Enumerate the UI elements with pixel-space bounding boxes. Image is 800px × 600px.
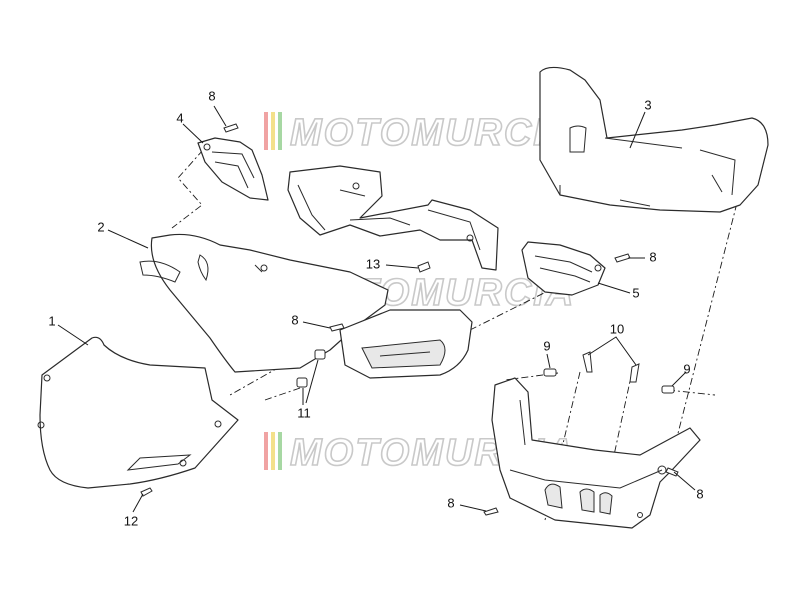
- part-4-left-cover: [197, 137, 269, 201]
- leader-10: [587, 336, 637, 366]
- leader-12: [132, 493, 144, 513]
- part-2-lower-housing: [339, 309, 473, 379]
- leader-8-bottom-right: [673, 471, 696, 491]
- fasteners: [140, 123, 679, 516]
- callout-8-bottom: 8: [447, 495, 454, 510]
- callout-4: 4: [176, 110, 183, 125]
- part-rear-lower-cover: [491, 377, 701, 529]
- callout-9-right: 9: [683, 361, 690, 376]
- assembly-line: [674, 159, 749, 446]
- grommet-11-lower: [296, 377, 308, 388]
- screw-10-left: [582, 351, 593, 373]
- screw-8-center: [329, 323, 345, 332]
- watermark-text: MOTOMURCIA: [290, 112, 575, 154]
- leader-13: [385, 264, 419, 269]
- leader-5: [597, 282, 631, 294]
- screw-10-right: [629, 363, 640, 383]
- callout-11: 11: [297, 405, 311, 420]
- screw-8-bottom-right: [665, 467, 679, 477]
- screw-8-bottom: [483, 507, 499, 516]
- screw-13: [417, 261, 431, 273]
- callout-2: 2: [97, 219, 104, 234]
- leader-1: [57, 324, 89, 346]
- assembly-line: [264, 387, 301, 401]
- leader-3: [629, 111, 646, 149]
- part-5-right-cover: [521, 241, 606, 296]
- leader-2: [107, 229, 149, 249]
- callout-8-center: 8: [291, 312, 298, 327]
- callout-8-right: 8: [649, 249, 656, 264]
- callout-12: 12: [124, 513, 138, 528]
- screw-8-top-left: [223, 123, 239, 133]
- callout-13: 13: [366, 256, 380, 271]
- leader-8-bottom: [459, 504, 487, 512]
- callout-3: 3: [644, 97, 651, 112]
- grommet-11-upper: [314, 349, 326, 360]
- leader-9-left: [546, 353, 551, 369]
- bushing-9-left: [543, 368, 557, 377]
- assembly-line: [171, 149, 204, 229]
- leader-9-right: [671, 371, 687, 387]
- leader-8-center: [302, 321, 331, 329]
- assembly-line: [667, 389, 716, 396]
- callout-5: 5: [632, 285, 639, 300]
- assembly-line: [504, 372, 559, 381]
- callout-8-top-left: 8: [208, 88, 215, 103]
- leader-lines: [57, 105, 696, 513]
- part-dash-frame: [287, 165, 499, 271]
- part-2-front-cover: [139, 233, 389, 373]
- part-1-front-shield: [37, 336, 239, 489]
- callout-9-left: 9: [543, 338, 550, 353]
- callout-labels: 1 2 3 4 5 8 8 8 8 8 9 9 10 11 12 13: [48, 88, 703, 528]
- callout-10: 10: [610, 321, 624, 336]
- bushing-9-right: [661, 385, 675, 394]
- screw-8-right: [614, 253, 631, 263]
- callout-8-bottom-right: 8: [696, 486, 703, 501]
- leader-11-upper: [305, 359, 319, 404]
- callout-1: 1: [48, 313, 55, 328]
- leader-4: [182, 123, 204, 144]
- watermark-top: MOTOMURCIA: [264, 111, 575, 155]
- part-3-rear-cover: [539, 66, 769, 213]
- leader-8-top-left: [213, 105, 227, 127]
- assembly-line: [469, 284, 561, 331]
